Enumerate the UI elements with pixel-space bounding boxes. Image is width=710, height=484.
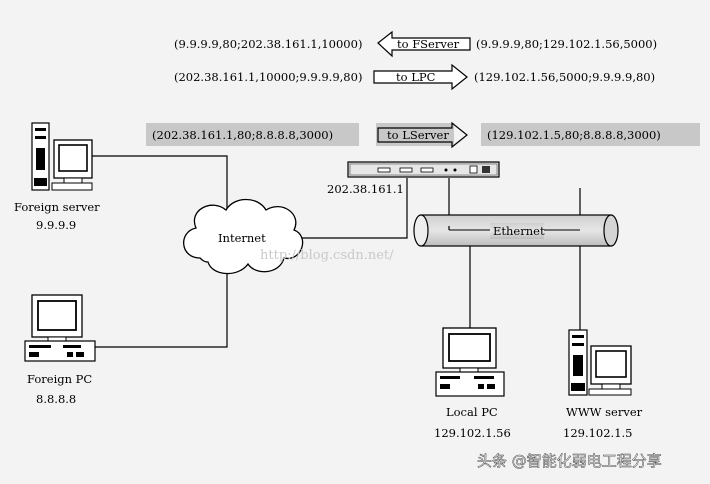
right-arrow-icon (373, 63, 468, 91)
left-arrow-icon (377, 30, 471, 58)
server-base-icon (571, 383, 585, 391)
monitor-screen (448, 333, 491, 362)
foreign-pc-name: Foreign PC (27, 372, 92, 386)
button-icon (29, 352, 39, 357)
translation-1-from: (9.9.9.9,80;202.38.161.1,10000) (174, 37, 362, 51)
server-panel-icon (573, 355, 583, 376)
www-server-name: WWW server (566, 405, 643, 419)
router-port-icon (420, 167, 434, 173)
translation-3-to: (129.102.1.5,80;8.8.8.8,3000) (487, 128, 661, 142)
router-ip: 202.38.161.1 (327, 182, 404, 196)
ethernet-label: Ethernet (493, 224, 545, 238)
right-arrow-icon (377, 121, 468, 149)
local-pc-ip: 129.102.1.56 (434, 426, 511, 440)
translation-2-to: (129.102.1.56,5000;9.9.9.9,80) (474, 70, 655, 84)
foreign-server-ip: 9.9.9.9 (36, 218, 76, 232)
link-foreign-pc (95, 265, 228, 348)
network-links (92, 155, 581, 348)
monitor-stand (47, 336, 67, 342)
link-foreign-server (92, 155, 228, 210)
server-drive-icon (572, 335, 584, 338)
router-led-icon (444, 168, 448, 172)
drive-bay-icon (63, 345, 81, 348)
foreign-server-name: Foreign server (14, 200, 100, 214)
router-port-icon (377, 167, 391, 173)
ethernet-label-bg (490, 223, 544, 239)
desktop-case-icon (24, 340, 96, 362)
drive-bay-icon (474, 376, 494, 379)
foreign-pc: Foreign PC 8.8.8.8 (24, 294, 96, 406)
translation-row-3: (202.38.161.1,80;8.8.8.8,3000) to LServe… (146, 121, 700, 149)
translation-row-1: (9.9.9.9,80;202.38.161.1,10000) to FServ… (174, 30, 657, 58)
ethernet-cylinder-end (603, 214, 619, 247)
local-pc: Local PC 129.102.1.56 (434, 327, 511, 440)
translation-2-arrow-label: to LPC (396, 70, 436, 84)
monitor-stand (459, 367, 479, 373)
ethernet-bus: Ethernet (413, 214, 619, 247)
ethernet-cylinder-front (413, 214, 429, 247)
drive-bay-icon (440, 376, 460, 379)
translation-row-2: (202.38.161.1,10000;9.9.9.9,80) to LPC (… (174, 63, 655, 91)
monitor-base (51, 182, 93, 191)
button-icon (76, 352, 84, 357)
drive-bay-icon (29, 345, 51, 348)
link-internet-router (296, 178, 408, 239)
translation-2-from: (202.38.161.1,10000;9.9.9.9,80) (174, 70, 362, 84)
translation-3-arrow-box (376, 123, 454, 146)
translation-3-to-box (481, 123, 700, 146)
translation-1-arrow-label: to FServer (397, 37, 460, 51)
server-drive-icon (35, 128, 46, 131)
monitor-stand (63, 177, 83, 184)
router-switch-icon (469, 165, 478, 174)
cloud-icon (183, 198, 304, 275)
monitor-screen (595, 350, 627, 378)
server-drive-icon (35, 136, 46, 139)
translation-3-from-box (146, 123, 359, 146)
router: 202.38.161.1 (327, 161, 500, 196)
button-icon (487, 384, 495, 389)
monitor-base (588, 388, 632, 396)
button-icon (478, 384, 484, 389)
translation-1-to: (9.9.9.9,80;129.102.1.56,5000) (476, 37, 657, 51)
server-drive-icon (572, 343, 584, 346)
translation-3-arrow-label: to LServer (387, 128, 449, 142)
button-icon (440, 384, 450, 389)
www-server-ip: 129.102.1.5 (563, 426, 633, 440)
button-icon (67, 352, 73, 357)
watermark: http://blog.csdn.net/ (260, 248, 394, 263)
router-switch-icon (482, 166, 490, 173)
translation-3-from: (202.38.161.1,80;8.8.8.8,3000) (152, 128, 333, 142)
footer-attribution: 头条 @智能化弱电工程分享 (477, 452, 662, 470)
server-panel-icon (36, 148, 45, 170)
www-server: WWW server 129.102.1.5 (563, 329, 643, 440)
router-port-icon (399, 167, 413, 173)
monitor-screen (58, 144, 88, 172)
internet-cloud: Internet (183, 198, 304, 275)
foreign-pc-ip: 8.8.8.8 (36, 392, 76, 406)
router-led-icon (453, 168, 457, 172)
foreign-server: Foreign server 9.9.9.9 (14, 122, 100, 232)
monitor-stand (601, 383, 621, 390)
server-base-icon (34, 178, 47, 186)
monitor-screen (37, 300, 77, 331)
local-pc-name: Local PC (446, 405, 498, 419)
internet-label: Internet (218, 231, 266, 245)
